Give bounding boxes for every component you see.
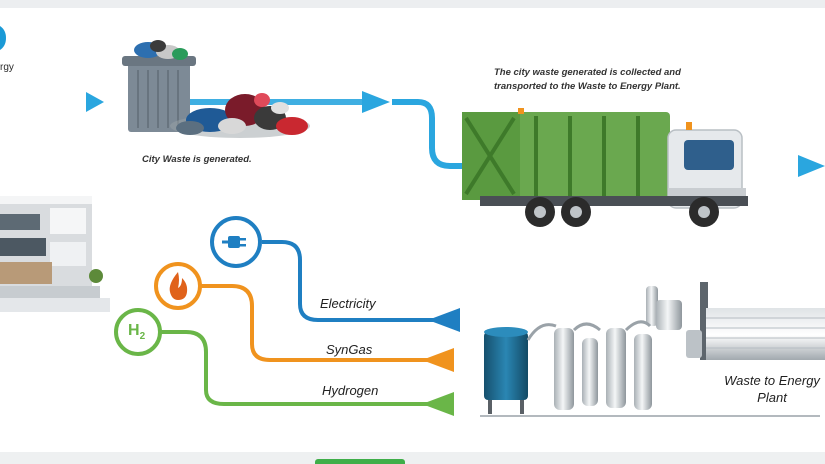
hydrogen-flow-line xyxy=(160,330,510,416)
waste-to-energy-plant xyxy=(480,282,825,417)
main-flow-arrow xyxy=(0,91,825,177)
waste-pile xyxy=(170,93,310,138)
hydrogen-label: Hydrogen xyxy=(322,383,379,398)
electricity-label: Electricity xyxy=(320,296,376,311)
syngas-label: SynGas xyxy=(326,342,373,357)
electricity-flow-line xyxy=(262,240,560,332)
energy-icon-partial xyxy=(0,26,6,50)
top-band xyxy=(0,0,825,8)
hydrogen-icon xyxy=(114,308,162,356)
collection-caption: The city waste generated is collected an… xyxy=(494,67,681,92)
city-waste-caption: City Waste is generated. xyxy=(142,154,252,165)
garbage-truck-icon xyxy=(462,108,748,227)
top-left-label-fragment: rgy xyxy=(0,62,14,73)
bottom-strip xyxy=(0,452,825,464)
power-plug-icon xyxy=(210,216,262,268)
plant-label: Waste to Energy Plant xyxy=(724,373,820,405)
truck-wheels xyxy=(525,197,719,227)
building-image xyxy=(0,196,110,312)
hydrogen-symbol-letter: H xyxy=(128,322,140,339)
garbage-bin-icon xyxy=(122,40,196,132)
flame-icon xyxy=(154,262,202,310)
hydrogen-symbol: H2 xyxy=(128,322,145,342)
bottom-green-bar xyxy=(315,459,405,464)
hydrogen-symbol-subscript: 2 xyxy=(139,331,146,343)
